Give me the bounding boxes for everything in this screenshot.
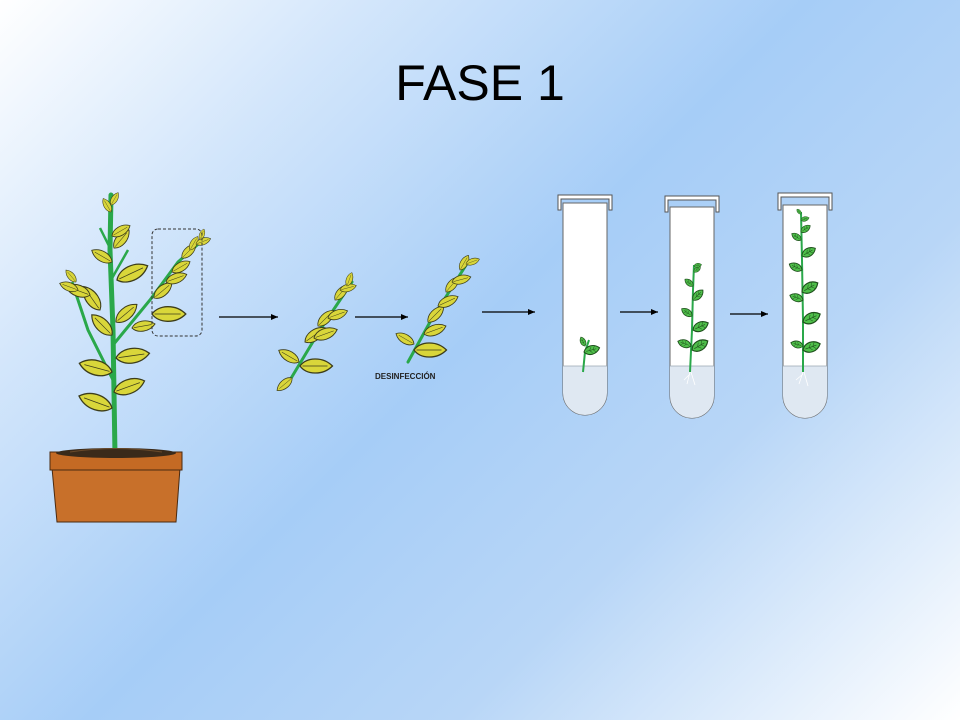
- test-tube-icon: [557, 194, 613, 416]
- explant-selection-box: [151, 228, 203, 337]
- disinfected-cutting: [393, 253, 481, 364]
- disinfection-label: DESINFECCIÓN: [375, 372, 436, 381]
- potted-plant: [49, 190, 213, 523]
- test-tube-icon: [777, 192, 833, 419]
- test-tube-icon: [664, 195, 720, 419]
- explant-cutting: [273, 271, 358, 395]
- slide-title: FASE 1: [395, 55, 565, 111]
